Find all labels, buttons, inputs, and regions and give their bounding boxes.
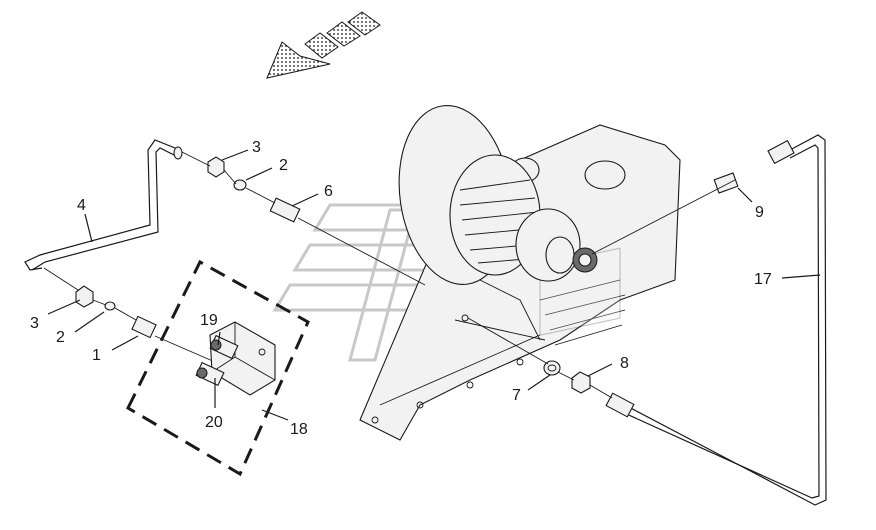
pipe-4 [24, 139, 183, 271]
callout-7: 7 [512, 387, 521, 404]
adapter-1 [131, 315, 157, 339]
adapter-9 [713, 172, 739, 194]
callout-3-upper: 3 [252, 139, 261, 156]
seal-2-upper [233, 179, 247, 191]
pipe-17 [605, 134, 827, 506]
fitting-20 [195, 361, 225, 387]
callout-17: 17 [754, 271, 772, 288]
gearbox-housing [359, 104, 681, 441]
callout-4: 4 [77, 197, 86, 214]
callout-8: 8 [620, 355, 629, 372]
nut-8 [571, 371, 591, 394]
callout-1: 1 [92, 347, 101, 364]
callout-20: 20 [205, 414, 223, 431]
valve-block-assembly-18 [126, 259, 310, 477]
callout-9: 9 [755, 204, 764, 221]
callout-19: 19 [200, 312, 218, 329]
adapter-6 [269, 197, 301, 223]
seal-2-lower [104, 301, 116, 311]
callout-labels: 3 2 6 4 3 2 1 19 20 18 7 8 9 17 [30, 139, 772, 438]
callout-2-upper: 2 [279, 157, 288, 174]
assembly-lines [43, 151, 736, 399]
leader-lines [47, 149, 821, 421]
callout-2-lower: 2 [56, 329, 65, 346]
callout-3-lower: 3 [30, 315, 39, 332]
fitting-19 [209, 334, 239, 360]
callout-18: 18 [290, 421, 308, 438]
direction-arrow-icon [266, 11, 381, 79]
nut-3-upper [207, 156, 225, 178]
callout-6: 6 [324, 183, 333, 200]
seal-7 [543, 360, 561, 376]
nut-3-lower [75, 285, 94, 308]
